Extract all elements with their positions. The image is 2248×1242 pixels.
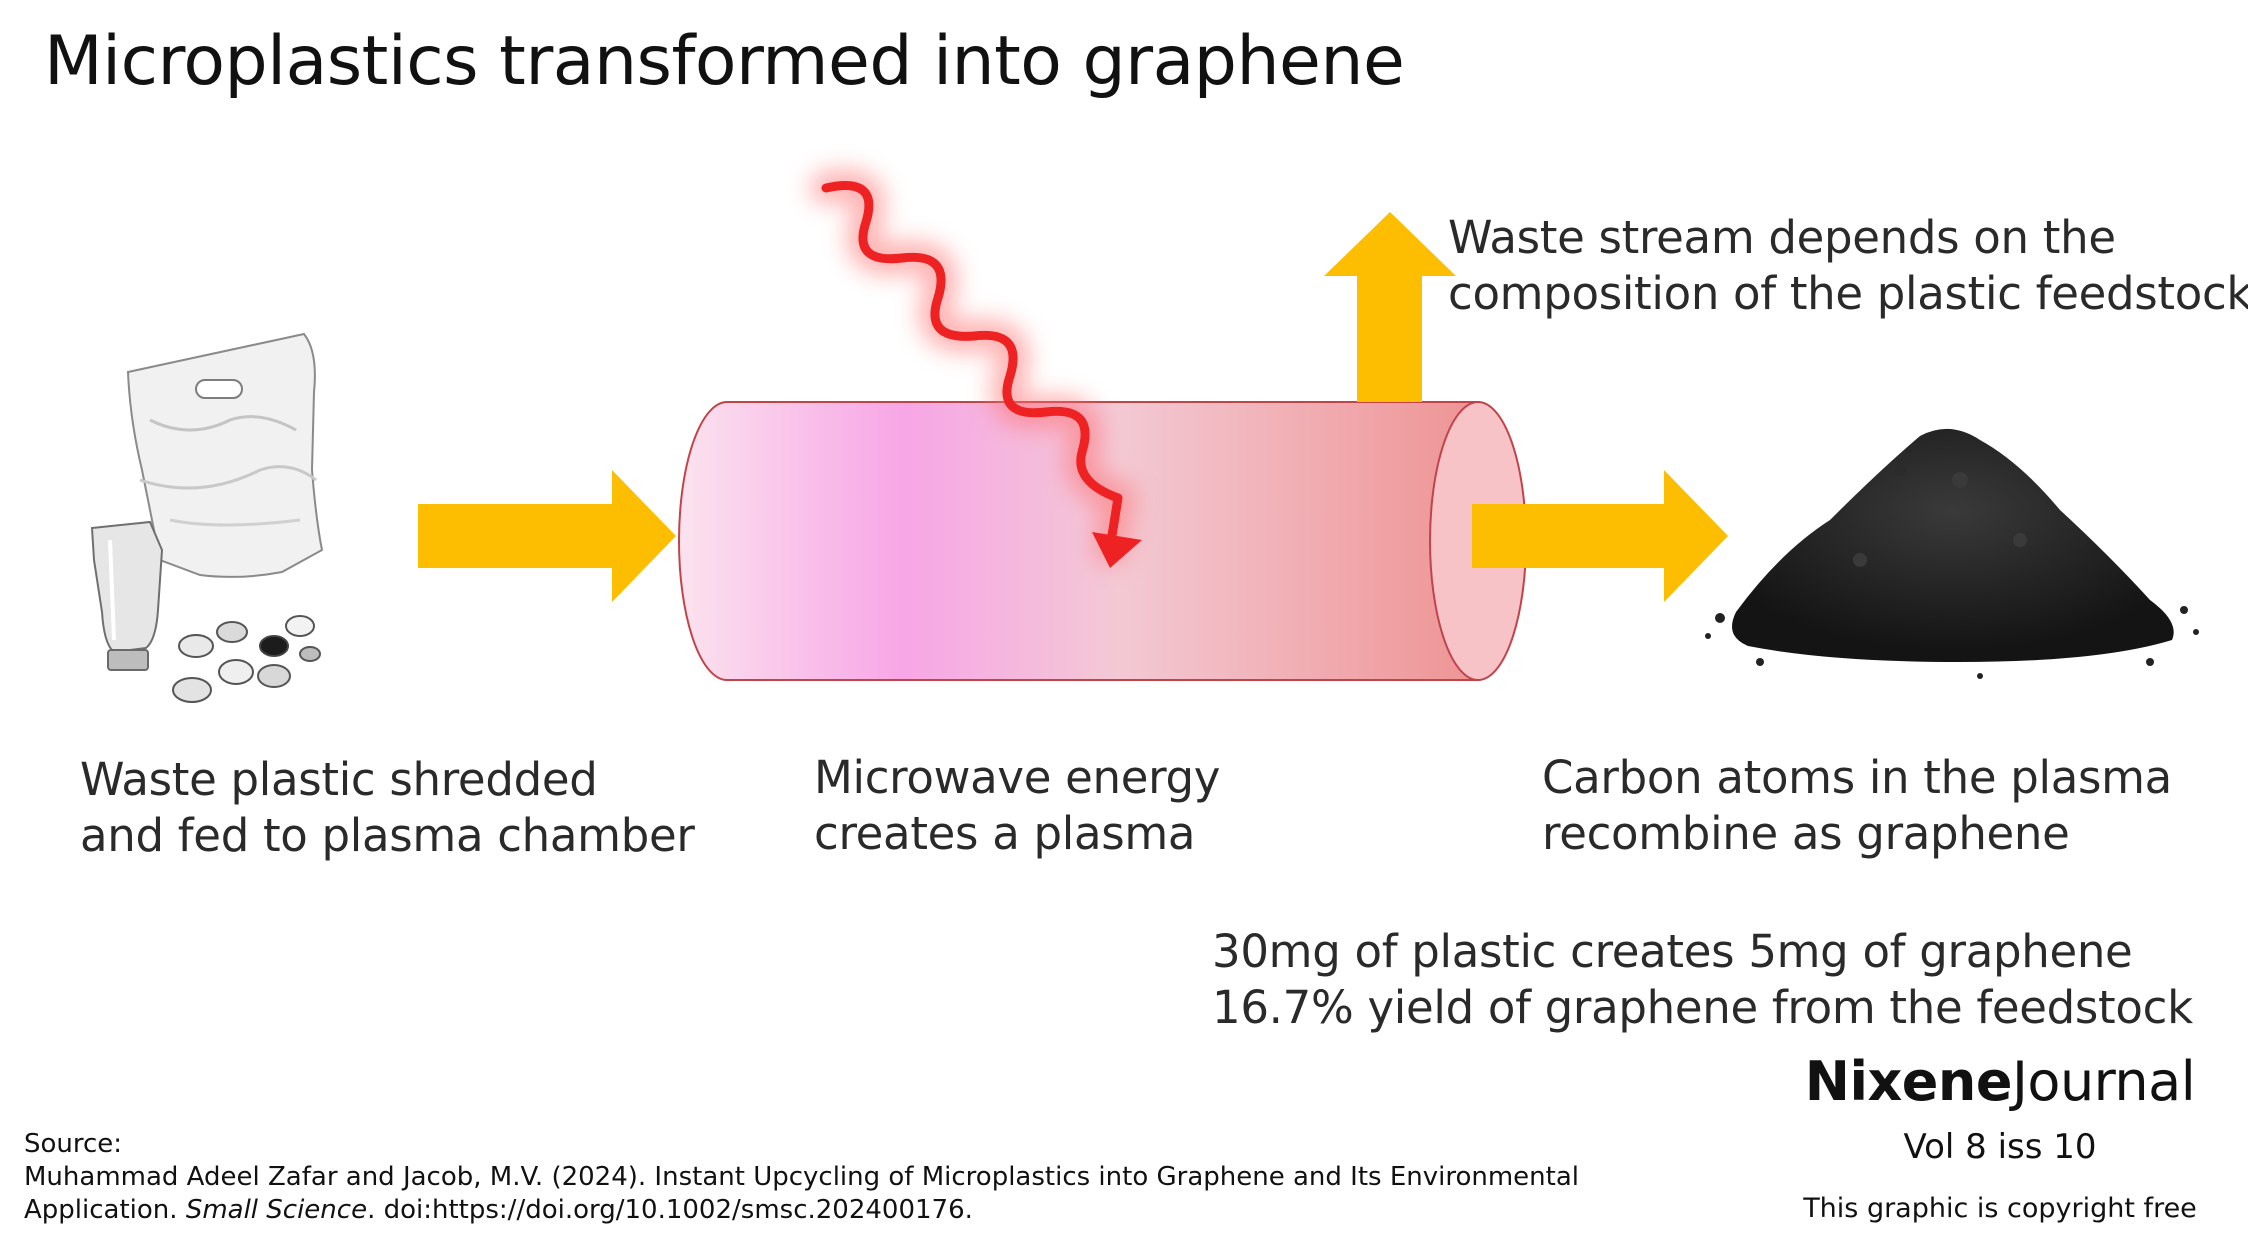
- caption-line: creates a plasma: [814, 807, 1196, 860]
- waste-stream-arrow-icon: [1324, 212, 1456, 402]
- yield-line: 16.7% yield of graphene from the feedsto…: [1212, 981, 2193, 1034]
- waste-note-line: composition of the plastic feedstock: [1448, 267, 2248, 320]
- caption-line: Waste plastic shredded: [80, 753, 598, 806]
- waste-note-line: Waste stream depends on the: [1448, 211, 2116, 264]
- caption-line: recombine as graphene: [1542, 807, 2070, 860]
- journal-name: Small Science: [185, 1195, 368, 1225]
- plastic-bag-icon: [126, 332, 324, 578]
- caption-plasma: Microwave energy creates a plasma: [814, 750, 1220, 862]
- bottle-caps-icon: [172, 615, 321, 703]
- graphene-powder-pile: [1705, 428, 2199, 679]
- source-line: Muhammad Adeel Zafar and Jacob, M.V. (20…: [24, 1162, 1580, 1192]
- volume-issue: Vol 8 iss 10: [1903, 1127, 2097, 1167]
- brand-block: NixeneJournal Vol 8 iss 10 This graphic …: [1770, 1050, 2230, 1224]
- source-doi: . doi:https://doi.org/10.1002/smsc.20240…: [367, 1195, 973, 1225]
- yield-line: 30mg of plastic creates 5mg of graphene: [1212, 925, 2133, 978]
- output-arrow-icon: [1472, 470, 1728, 602]
- source-line: Application. Small Science. doi:https://…: [24, 1194, 1579, 1227]
- waste-stream-note: Waste stream depends on the composition …: [1448, 210, 2248, 322]
- copyright-note: This graphic is copyright free: [1803, 1193, 2197, 1224]
- caption-graphene: Carbon atoms in the plasma recombine as …: [1542, 750, 2172, 862]
- source-label: Source:: [24, 1129, 123, 1159]
- page-title: Microplastics transformed into graphene: [44, 22, 1405, 101]
- yield-statement: 30mg of plastic creates 5mg of graphene …: [1212, 924, 2193, 1036]
- caption-line: Microwave energy: [814, 751, 1221, 804]
- plastic-tube-icon: [90, 520, 164, 671]
- source-text: Application.: [24, 1195, 186, 1225]
- plastic-waste-illustration: [90, 332, 324, 703]
- brand-name-light: Journal: [2011, 1050, 2196, 1113]
- plasma-chamber: [678, 401, 1527, 681]
- brand-logo: NixeneJournal: [1770, 1050, 2230, 1113]
- caption-line: and fed to plasma chamber: [80, 809, 695, 862]
- caption-line: Carbon atoms in the plasma: [1542, 751, 2172, 804]
- source-citation: Source: Muhammad Adeel Zafar and Jacob, …: [24, 1128, 1579, 1227]
- caption-feed: Waste plastic shredded and fed to plasma…: [80, 752, 695, 864]
- microwave-wave-icon: [810, 169, 1142, 568]
- feed-arrow-icon: [418, 470, 676, 602]
- brand-name-bold: Nixene: [1804, 1050, 2013, 1113]
